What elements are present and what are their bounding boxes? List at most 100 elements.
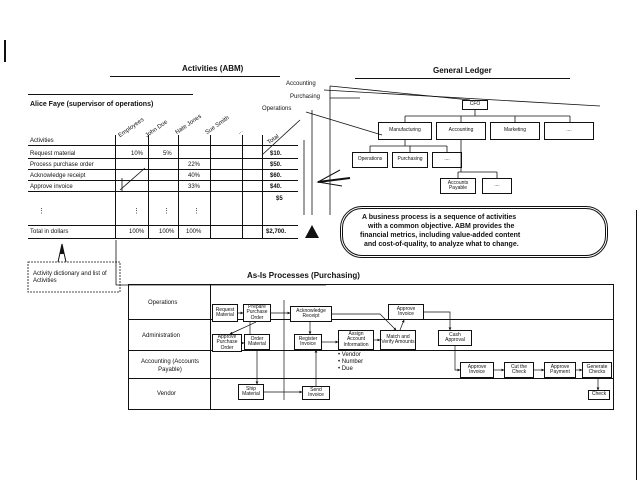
callout-line: financial metrics, including value-added… <box>360 232 521 239</box>
step-cash-approval: Cash Approval <box>438 330 472 346</box>
table-col-5 <box>242 135 243 238</box>
callout-ellipse-inner <box>342 208 606 256</box>
step-approve-po: Approve Purchase Order <box>212 334 242 352</box>
activity-row-total: $40. <box>270 184 282 190</box>
activity-row-total: $50. <box>270 162 282 168</box>
activity-row-pct2: 22% <box>188 162 201 168</box>
step-label: Cash Approval <box>445 331 465 343</box>
step-label: Acknowledge Receipt <box>296 307 326 319</box>
dept-label: Marketing <box>504 127 526 134</box>
callout-line: A business process is a sequence of acti… <box>362 214 517 221</box>
step-approve-invoice-ops: Approve Invoice <box>388 304 424 320</box>
swimlane-frame <box>128 284 614 410</box>
subdept-label: .... <box>444 156 450 163</box>
vendor-info-list: • Vendor • Number • Due <box>338 352 364 373</box>
step-match-verify: Match and Verify Amounts <box>380 330 416 350</box>
subdept-operations: Operations <box>352 152 388 168</box>
swimlane-rule <box>128 350 614 351</box>
step-label: Ship Material <box>242 385 260 397</box>
step-label: Cut the Check <box>510 363 528 375</box>
dept-marketing: Marketing <box>490 122 540 140</box>
subdept-label: Operations <box>357 156 383 163</box>
lane-accounting: Accounting (Accounts Payable) <box>140 359 200 373</box>
dept-label: Accounting <box>448 127 474 134</box>
table-col-6 <box>262 135 263 238</box>
activities-rows-header: Activities <box>30 138 54 144</box>
table-rule-4 <box>28 191 298 192</box>
total-pct: 100% <box>159 229 175 235</box>
step-label: Approve Invoice <box>396 305 416 317</box>
cfo-label: CFO <box>469 101 481 108</box>
dept-manufacturing: Manufacturing <box>378 122 432 140</box>
step-label: Register Invoice <box>298 335 318 347</box>
step-label: Send Invoice <box>308 386 324 398</box>
activity-row-pct2: 33% <box>188 184 201 190</box>
activity-row-name: Request material <box>30 151 76 157</box>
cfo-box: CFO <box>462 100 488 110</box>
callout-ellipse <box>340 206 608 258</box>
process-title: As-Is Processes (Purchasing) <box>247 271 360 280</box>
ledger-title: General Ledger <box>433 66 492 75</box>
accounts-payable-box: Accounts Payable <box>440 178 476 194</box>
activity-row-pct2: 5% <box>163 151 172 157</box>
step-label: Approve Invoice <box>467 363 487 375</box>
subdept-label: Purchasing <box>397 156 423 163</box>
callout-line: and cost-of-quality, to analyze what to … <box>364 241 519 248</box>
subdept-purchasing: Purchasing <box>392 152 428 168</box>
step-label: Approve Payment <box>550 363 570 375</box>
activity-row-total: $5 <box>276 196 283 202</box>
subdept-more: .... <box>432 152 462 168</box>
supervisor-rule <box>28 94 193 95</box>
activity-row-name: Acknowledge receipt <box>30 173 86 179</box>
ledger-accounting: Accounting <box>286 81 316 87</box>
step-approve-invoice: Approve Invoice <box>460 362 494 378</box>
table-rule-5 <box>28 225 298 226</box>
accounts-payable-more-label: .... <box>494 182 500 189</box>
table-rule-bottom <box>28 238 298 239</box>
step-send-invoice: Send Invoice <box>302 386 330 400</box>
step-request-material: Request Material <box>212 304 238 322</box>
page-edge-mark <box>636 210 637 480</box>
page-edge-mark <box>4 40 6 62</box>
total-pct: 100% <box>129 229 145 235</box>
step-label: Check <box>591 391 607 398</box>
step-acknowledge-receipt: Acknowledge Receipt <box>290 306 332 322</box>
dept-label: .... <box>566 127 572 134</box>
step-label: Assign Account Information <box>343 331 369 348</box>
ellipsis-dots: ⋮ <box>163 208 170 215</box>
callout-line: with a common objective. ABM provides th… <box>368 223 515 230</box>
total-pct: 100% <box>186 229 202 235</box>
activity-row-pct: 10% <box>131 151 144 157</box>
ellipsis-dots: ⋮ <box>38 208 45 215</box>
ellipsis-dots: ⋮ <box>133 208 140 215</box>
table-rule-1 <box>28 158 298 159</box>
accounts-payable-more-box: .... <box>482 178 512 194</box>
accounts-payable-label: Accounts Payable <box>447 179 469 191</box>
step-register-invoice: Register Invoice <box>294 334 322 350</box>
table-rule-top <box>28 145 298 146</box>
step-label: Prepare Purchase Order <box>246 304 268 321</box>
step-generate-check: Generate Checks <box>582 362 612 378</box>
step-label: Match and Verify Amounts <box>381 333 415 345</box>
activity-row-pct2: 40% <box>188 173 201 179</box>
activities-title: Activities (ABM) <box>182 64 244 73</box>
table-col-3 <box>178 135 179 238</box>
ledger-purchasing: Purchasing <box>290 94 321 100</box>
table-col-4 <box>210 135 211 238</box>
dept-more: .... <box>544 122 594 140</box>
activities-title-rule <box>110 76 280 77</box>
activity-row-total: $60. <box>270 173 282 179</box>
step-ship-material: Ship Material <box>238 384 264 400</box>
step-label: Order Material <box>248 335 266 347</box>
ledger-operations: Operations <box>262 106 292 112</box>
grand-total: $2,700. <box>266 229 287 235</box>
activity-row-name: Approve invoice <box>30 184 73 190</box>
step-label: Approve Purchase Order <box>216 334 238 351</box>
step-label: Request Material <box>215 306 235 318</box>
step-prepare-po: Prepare Purchase Order <box>243 304 271 322</box>
activity-row-total: $10. <box>270 151 282 157</box>
